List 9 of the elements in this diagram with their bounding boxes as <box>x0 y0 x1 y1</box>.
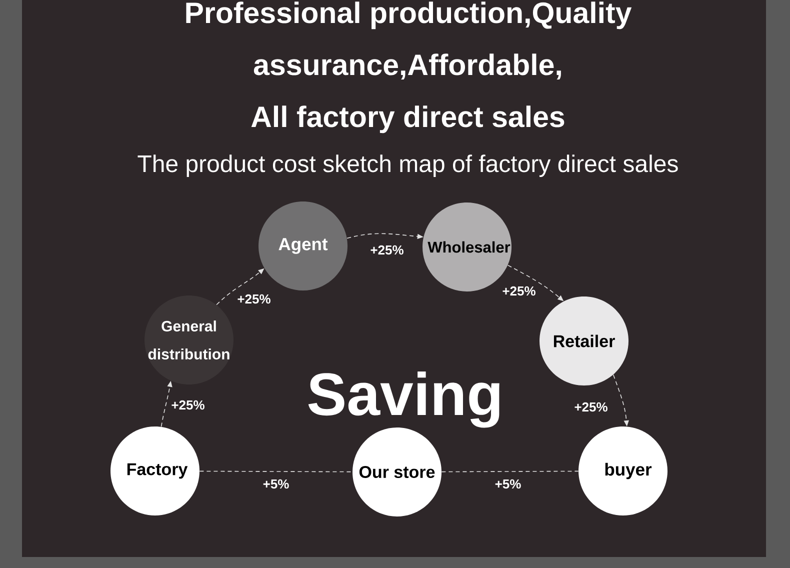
connector-line <box>441 470 579 472</box>
edge-label: +25% <box>170 399 206 411</box>
subtitle: The product cost sketch map of factory direct sales <box>138 154 678 177</box>
large-text: Saving <box>308 372 500 428</box>
edge-label: +25% <box>236 293 272 305</box>
edge-label: +25% <box>573 401 609 413</box>
connector-line <box>199 470 353 472</box>
title: Professional production,Quality assurance,Affordable, All factory direct sales <box>186 2 632 134</box>
edge-label: +25% <box>369 244 405 256</box>
